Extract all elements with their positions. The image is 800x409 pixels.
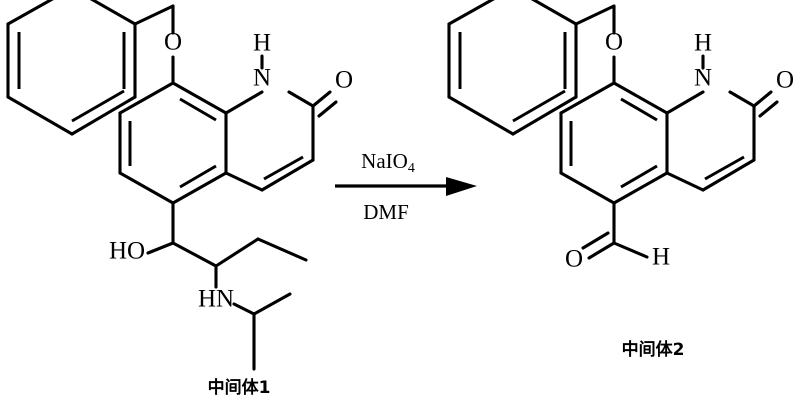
product-aldehyde-hydrogen-label: H — [652, 244, 670, 271]
reactant-phenyl-ring — [6, 0, 137, 136]
reactant-hydroxyl-label: HO — [109, 238, 145, 265]
reagent-below-arrow: DMF — [363, 200, 409, 224]
reactant-ch-ch-bond — [171, 241, 218, 268]
reactant-benzyl-linker — [133, 4, 175, 35]
reactant-isopropyl-group — [232, 292, 292, 371]
product-phenyl-ring — [447, 0, 578, 136]
product-structure: O — [447, 0, 794, 273]
reactant-amine-label: HN — [198, 286, 234, 313]
reaction-arrow — [335, 177, 477, 196]
product-caption: 中间体2 — [622, 339, 685, 360]
product-quinolinone-benzo-ring — [559, 81, 669, 205]
product-aldehyde-ch-bond — [612, 241, 649, 259]
reactant-quinolinone-lactam-ring — [224, 90, 315, 192]
reactant-ethyl-bond-2 — [256, 237, 308, 262]
reagent-above-arrow: NaIO4 — [361, 149, 415, 176]
product-benzyl-linker — [574, 4, 616, 35]
reactant-ether-oxygen-label: O — [164, 29, 182, 56]
product-lactam-carbonyl — [752, 90, 779, 118]
product-ether-oxygen-label: O — [605, 29, 623, 56]
reactant-amide-hydrogen-label: H — [253, 30, 271, 57]
reactant-carbonyl-oxygen-label: O — [335, 67, 353, 94]
reactant-ethyl-bond-1 — [214, 237, 260, 268]
reactant-hydroxyl-bond — [146, 241, 175, 255]
reactant-structure: O — [6, 0, 353, 371]
arrow-head — [446, 177, 477, 196]
product-amide-hydrogen-label: H — [694, 30, 712, 57]
product-quinolinone-lactam-ring — [665, 90, 756, 192]
reactant-caption: 中间体1 — [208, 377, 271, 398]
product-amide-nitrogen-label: N — [694, 65, 712, 92]
product-carbonyl-oxygen-label: O — [776, 67, 794, 94]
reactant-amide-nitrogen-label: N — [253, 65, 271, 92]
product-aldehyde-double-bond — [581, 231, 616, 260]
product-aldehyde-oxygen-label: O — [565, 246, 583, 273]
reactant-quinolinone-benzo-ring — [118, 81, 228, 205]
reactant-lactam-carbonyl — [311, 90, 338, 118]
